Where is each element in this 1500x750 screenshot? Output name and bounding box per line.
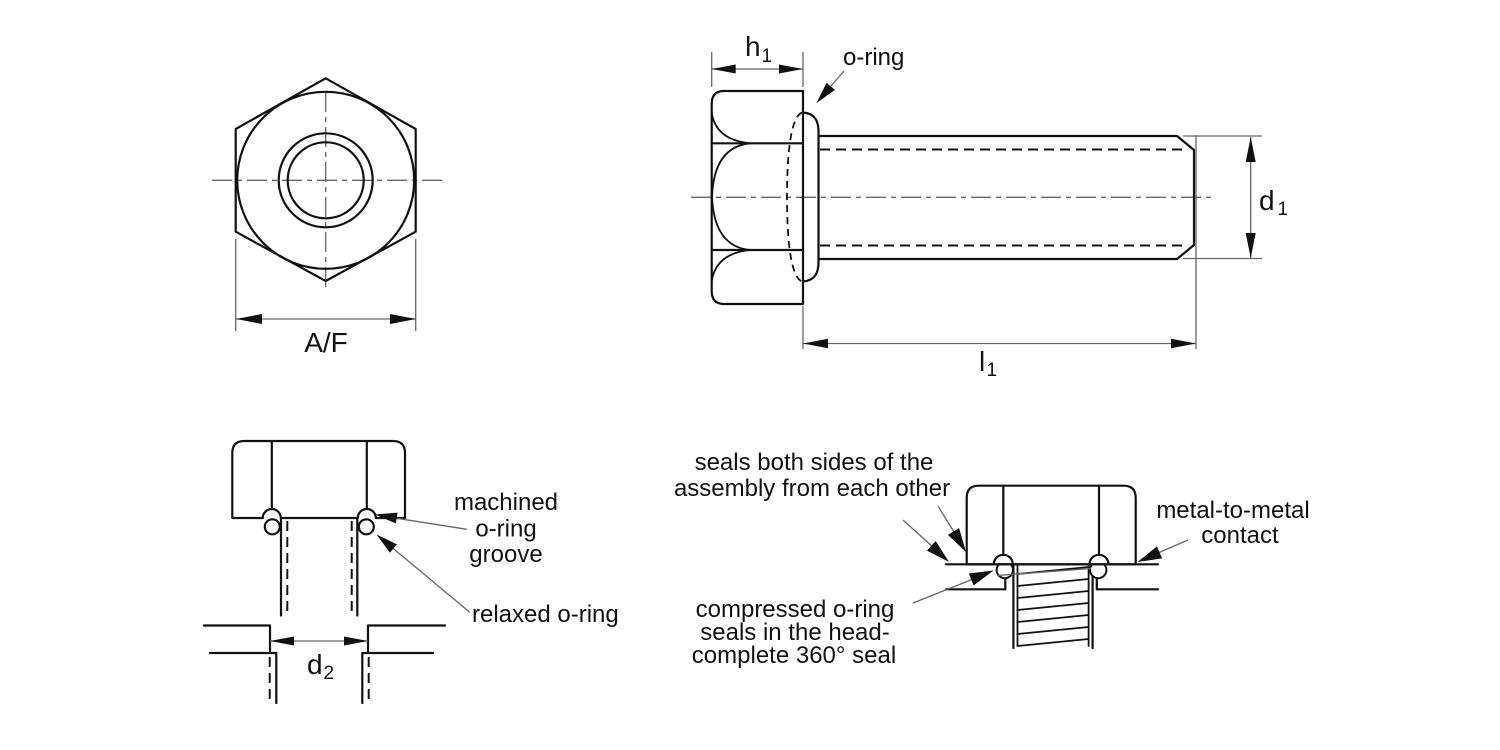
af-arrow-right-icon bbox=[390, 314, 416, 324]
detail-facet-lines bbox=[270, 439, 368, 511]
seals-leader-line-right bbox=[937, 505, 955, 533]
d1-dimension-label: d bbox=[1259, 185, 1275, 216]
seals-note-line1: seals both sides of the bbox=[695, 449, 934, 476]
relaxed-oring-label: relaxed o-ring bbox=[472, 601, 619, 628]
af-dimension-label: A/F bbox=[304, 327, 348, 358]
h1-dimension-subscript: 1 bbox=[762, 46, 773, 67]
seals-leader-arrow-left-icon bbox=[926, 541, 949, 562]
compressed-oring-left bbox=[995, 563, 1014, 580]
shank-outline bbox=[817, 134, 1196, 261]
l1-dimension-subscript: 1 bbox=[987, 360, 998, 381]
metal-contact-label-line2: contact bbox=[1201, 522, 1279, 549]
oring-hidden-arc bbox=[786, 111, 803, 283]
head-facet-lines bbox=[710, 142, 805, 252]
l1-arrow-left-icon bbox=[803, 338, 828, 349]
d1-dimension-subscript: 1 bbox=[1278, 199, 1289, 220]
compressed-leader-line bbox=[912, 578, 973, 604]
relaxed-oring-leader-line bbox=[392, 548, 471, 613]
oring-leader-line bbox=[829, 70, 845, 88]
bore-circle bbox=[286, 141, 365, 220]
oring-bulge bbox=[801, 111, 820, 283]
groove-detail-view: d 2 machined o-ring groove relaxed o-rin… bbox=[202, 439, 619, 705]
machined-groove-label-line2: o-ring bbox=[475, 516, 536, 543]
seals-leader-arrow-right-icon bbox=[947, 528, 966, 552]
d1-arrow-up-icon bbox=[1245, 137, 1256, 162]
head-facet-arcs bbox=[710, 112, 751, 282]
plate-left-edges bbox=[202, 624, 278, 705]
machined-groove-leader-arrow-icon bbox=[375, 512, 398, 524]
hex-front-view: A/F bbox=[212, 77, 443, 358]
assembly-thread-hatch-lines bbox=[1016, 566, 1090, 647]
d2-arrow-right-icon bbox=[344, 636, 368, 646]
compressed-oring-right bbox=[1089, 563, 1108, 580]
thread-hidden-lines bbox=[820, 148, 1182, 247]
h1-dimension-label: h bbox=[745, 31, 761, 62]
seals-leader-line-left bbox=[902, 519, 935, 549]
oring-leader-arrow-icon bbox=[816, 82, 835, 103]
l1-dimension-label: l bbox=[979, 346, 985, 377]
af-arrow-left-icon bbox=[236, 314, 262, 324]
plate-right-edges bbox=[361, 624, 447, 705]
d2-dimension-subscript: 2 bbox=[324, 663, 335, 684]
h1-arrow-right-icon bbox=[779, 64, 803, 74]
hex-outline bbox=[234, 77, 417, 283]
relaxed-oring-leader-arrow-icon bbox=[376, 534, 397, 553]
assembly-thread-outer-lines bbox=[1012, 563, 1094, 650]
assembly-thread-inner-lines bbox=[1016, 563, 1090, 647]
assembly-view: seals both sides of the assembly from ea… bbox=[674, 449, 1310, 669]
assembly-facet-lines bbox=[1002, 484, 1101, 556]
metal-contact-label-line1: metal-to-metal bbox=[1156, 497, 1309, 524]
relaxed-oring-right bbox=[357, 518, 375, 536]
compressed-note-line3: complete 360° seal bbox=[692, 642, 896, 669]
d1-arrow-down-icon bbox=[1245, 233, 1256, 258]
d2-dimension-label: d bbox=[307, 649, 323, 680]
detail-head-outline bbox=[231, 439, 407, 520]
compressed-note-line1: compressed o-ring bbox=[696, 596, 895, 623]
compressed-leader-arrow-icon bbox=[968, 570, 994, 586]
h1-arrow-left-icon bbox=[711, 64, 736, 74]
metal-contact-leader-arrow-icon bbox=[1137, 546, 1163, 562]
d2-arrow-left-icon bbox=[270, 636, 294, 646]
head-inscribed-circle bbox=[236, 90, 416, 270]
assembly-head-outline bbox=[965, 484, 1137, 566]
detail-shank-hidden-lines bbox=[286, 521, 353, 616]
groove-circle bbox=[277, 132, 374, 229]
oring-callout-label: o-ring bbox=[843, 44, 904, 71]
machined-groove-leader-line bbox=[396, 517, 467, 530]
machined-groove-label-line3: groove bbox=[469, 541, 542, 568]
seals-note-line2: assembly from each other bbox=[674, 475, 950, 502]
l1-arrow-right-icon bbox=[1171, 338, 1196, 349]
bolt-side-view: h 1 o-ring d 1 l 1 bbox=[691, 31, 1288, 381]
machined-groove-label-line1: machined bbox=[454, 489, 558, 516]
compressed-leader-line-2 bbox=[996, 567, 1092, 577]
compressed-note-line2: seals in the head- bbox=[700, 619, 889, 646]
detail-shank-lines bbox=[279, 516, 359, 617]
head-outline bbox=[710, 89, 805, 306]
relaxed-oring-left bbox=[263, 518, 281, 536]
metal-contact-leader-line bbox=[1157, 539, 1189, 554]
